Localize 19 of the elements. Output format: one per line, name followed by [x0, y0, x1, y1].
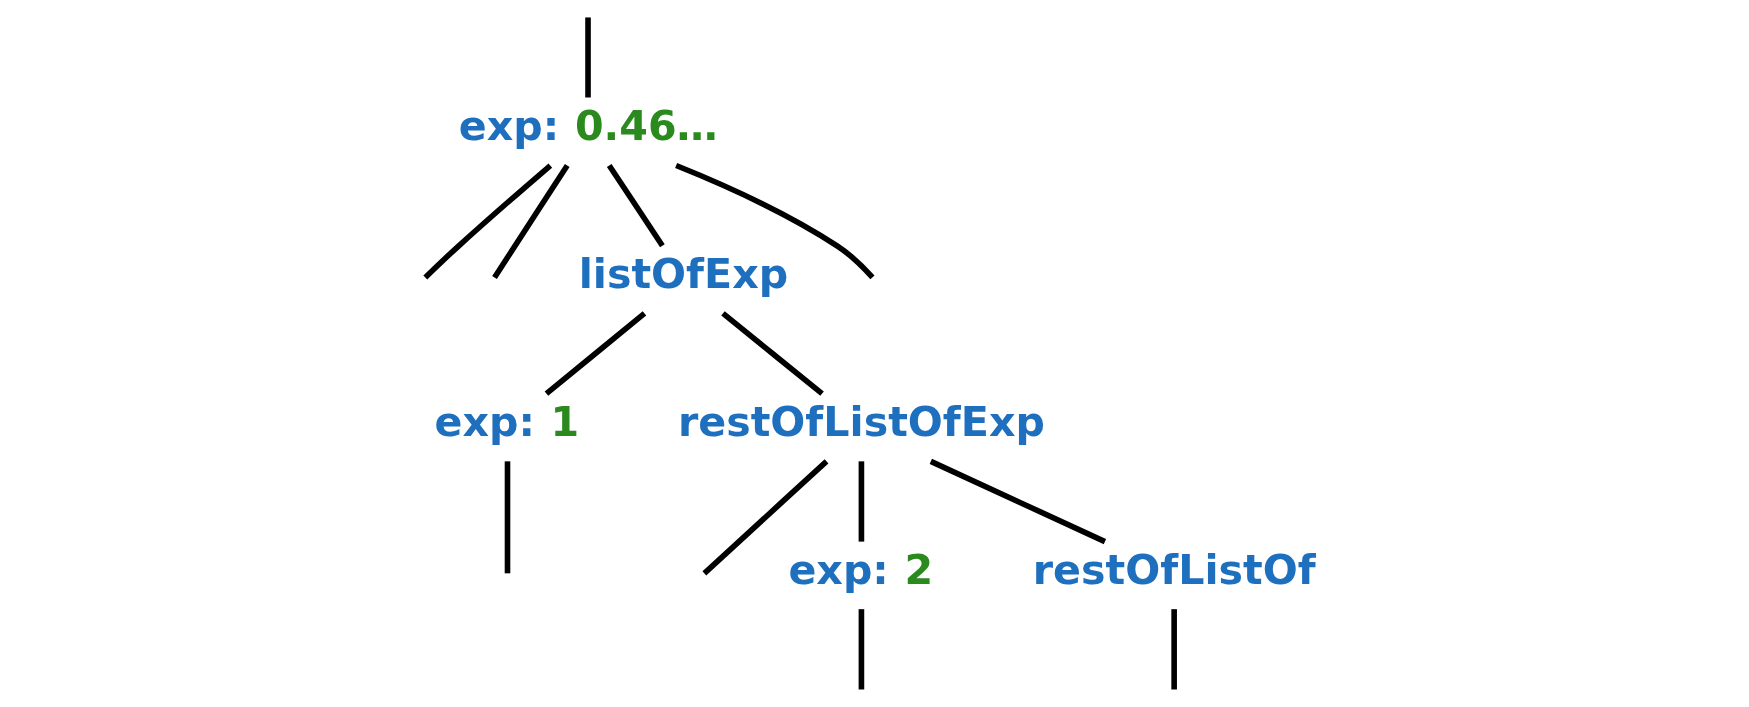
connector [929, 458, 1106, 545]
connector [606, 163, 665, 248]
connector [504, 461, 510, 574]
node-text: exp: 0.46… [458, 102, 718, 151]
connector [858, 609, 864, 690]
connector [584, 17, 591, 98]
node-text: listOfExp [578, 250, 788, 299]
connector [674, 162, 875, 280]
connector [720, 311, 824, 396]
node-text: exp: 1 [433, 398, 579, 447]
connector [491, 163, 570, 279]
connector [422, 163, 552, 280]
connector [1170, 609, 1177, 690]
node-text: exp: 2 [787, 546, 933, 595]
node-text: restOfListOfExp [677, 398, 1045, 447]
node-text: restOfListOf [1032, 546, 1316, 595]
connector [544, 311, 646, 396]
connector [858, 461, 864, 542]
connector [701, 459, 828, 576]
